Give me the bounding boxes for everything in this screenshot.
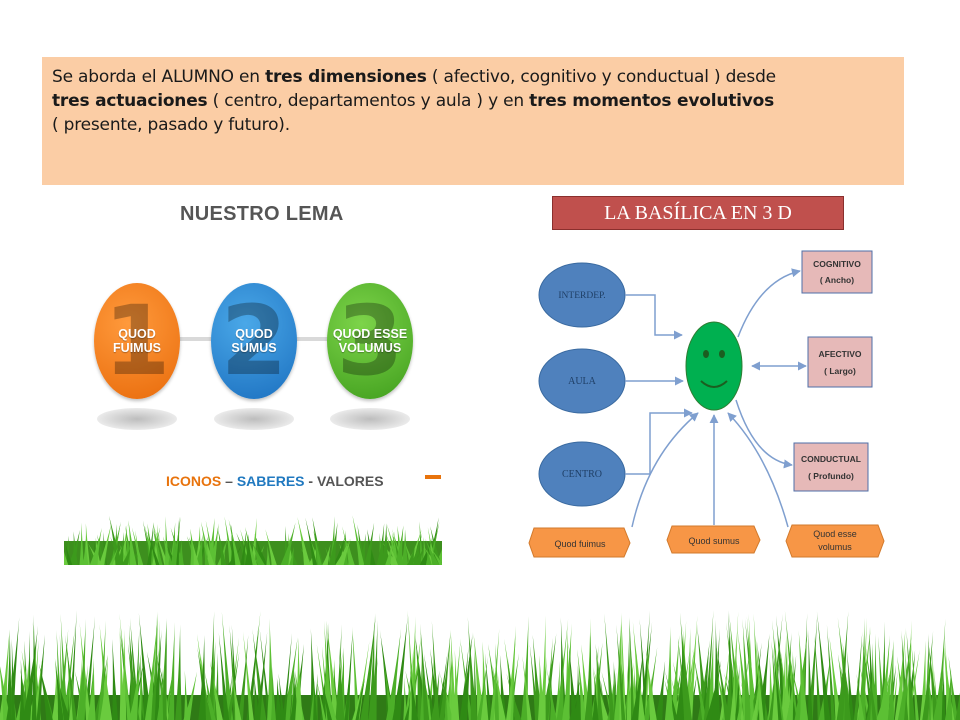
svg-text:( Largo): ( Largo)	[824, 366, 856, 376]
lema-footer: ICONOS – SABERES - VALORES	[166, 473, 384, 489]
grass-strip-small	[64, 515, 442, 565]
intro-textbox: Se aborda el ALUMNO en tres dimensiones …	[42, 57, 904, 185]
svg-text:AFECTIVO: AFECTIVO	[819, 349, 862, 359]
circle-number: 3	[336, 285, 404, 397]
box-cognitivo: COGNITIVO ( Ancho)	[801, 250, 873, 294]
svg-text:( Profundo): ( Profundo)	[808, 471, 854, 481]
lema-title: NUESTRO LEMA	[180, 203, 344, 225]
basilica-title: LA BASÍLICA EN 3 D	[552, 196, 844, 230]
intro-line-2: tres actuaciones ( centro, departamentos…	[52, 91, 775, 111]
circle-shadow	[97, 408, 177, 430]
box-afectivo: AFECTIVO ( Largo)	[807, 336, 873, 388]
node-label: AULA	[568, 376, 597, 387]
node-label: INTERDEP.	[558, 291, 605, 301]
intro-line-1: Se aborda el ALUMNO en tres dimensiones …	[52, 67, 776, 87]
tag-quod-esse-volumus: Quod esse volumus	[785, 524, 885, 558]
node-interdep: INTERDEP.	[538, 262, 626, 328]
tag-quod-sumus: Quod sumus	[666, 525, 761, 554]
node-label: CENTRO	[562, 469, 602, 480]
node-aula: AULA	[538, 348, 626, 414]
orange-dash	[425, 475, 441, 479]
svg-text:Quod sumus: Quod sumus	[688, 536, 740, 546]
circle-shadow	[214, 408, 294, 430]
circle-number: 2	[220, 285, 288, 397]
basilica-diagram: INTERDEP. AULA CENTRO COGNITIVO ( Ancho)…	[528, 250, 885, 558]
grass-strip-bottom	[0, 610, 960, 720]
node-centro: CENTRO	[538, 441, 626, 507]
svg-text:volumus: volumus	[818, 542, 852, 552]
circle-number: 1	[103, 285, 171, 397]
svg-text:Quod esse: Quod esse	[813, 529, 857, 539]
svg-text:Quod fuimus: Quod fuimus	[554, 539, 606, 549]
tag-quod-fuimus: Quod fuimus	[528, 527, 631, 558]
circle-shadow	[330, 408, 410, 430]
svg-text:( Ancho): ( Ancho)	[820, 275, 854, 285]
box-conductual: CONDUCTUAL ( Profundo)	[793, 442, 869, 492]
center-smiley	[685, 321, 743, 411]
svg-text:COGNITIVO: COGNITIVO	[813, 259, 861, 269]
svg-text:CONDUCTUAL: CONDUCTUAL	[801, 454, 861, 464]
intro-line-3: ( presente, pasado y futuro).	[52, 115, 290, 135]
